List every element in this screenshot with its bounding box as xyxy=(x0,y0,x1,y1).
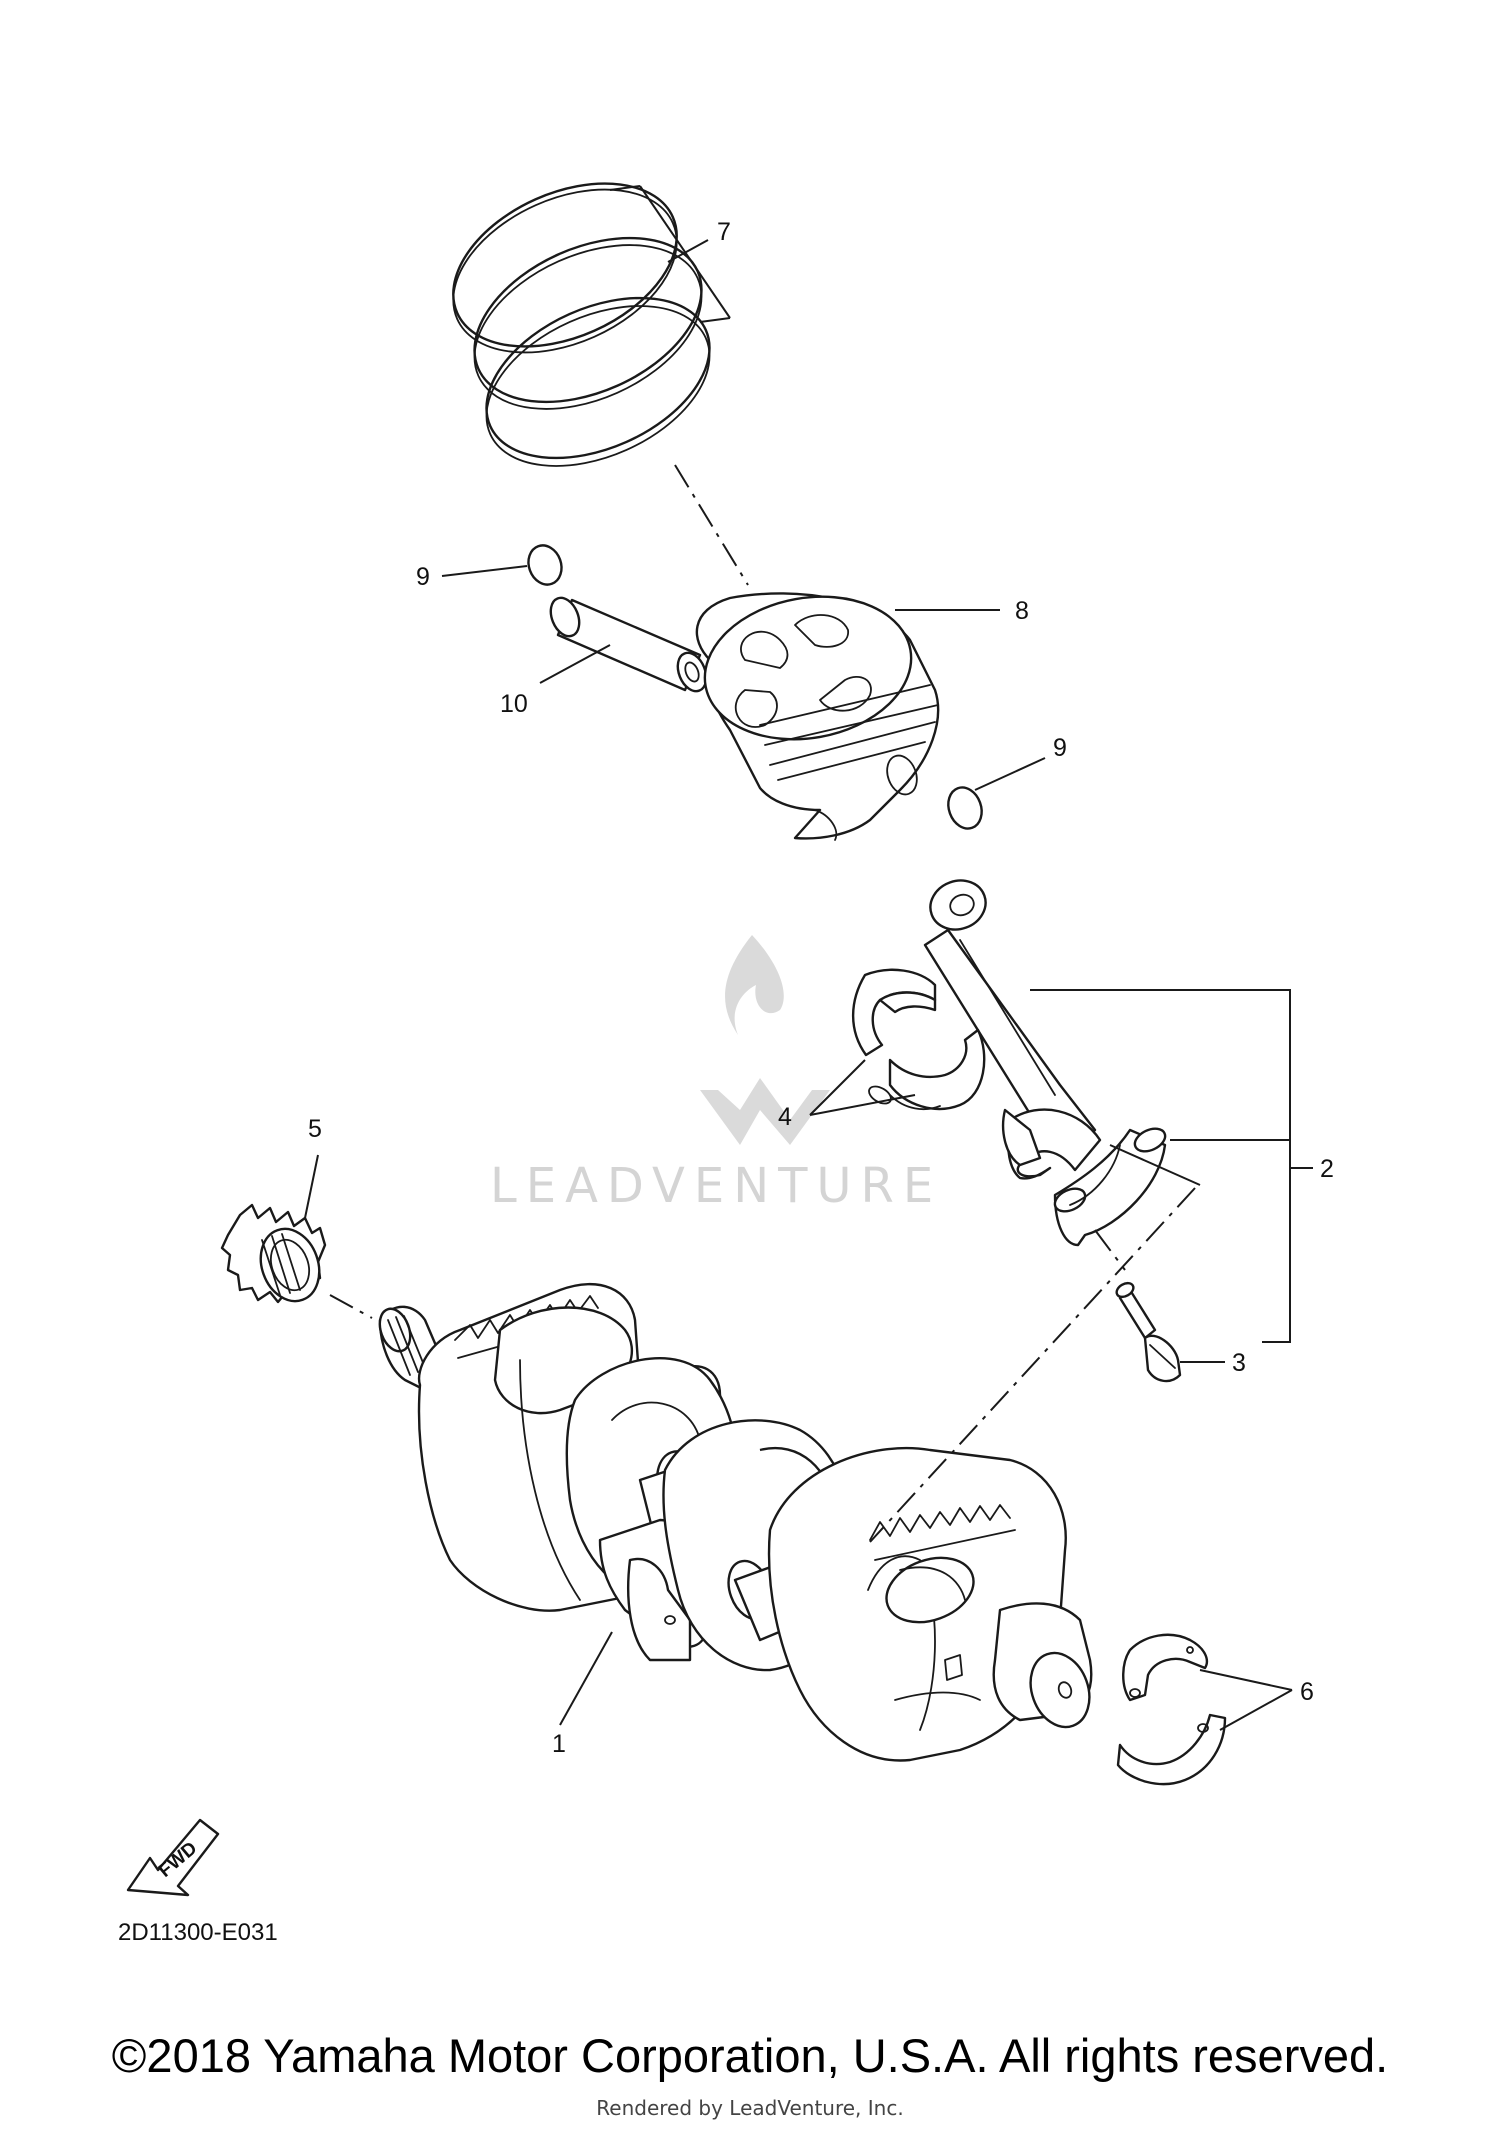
callout-3: 3 xyxy=(1232,1349,1246,1377)
callout-2: 2 xyxy=(1320,1155,1334,1183)
centerline-bolt xyxy=(1094,1229,1126,1271)
centerline-rod-crank xyxy=(869,1187,1196,1543)
drive-gear xyxy=(220,1203,327,1304)
circlip-lower xyxy=(947,786,983,830)
copyright-notice: ©2018 Yamaha Motor Corporation, U.S.A. A… xyxy=(111,2029,1389,2082)
crankshaft xyxy=(378,1282,1093,1762)
callout-6: 6 xyxy=(1300,1678,1314,1706)
callout-1: 1 xyxy=(552,1730,566,1758)
watermark-text: LEADVENTURE xyxy=(490,1158,942,1214)
centerline-piston xyxy=(674,464,749,586)
callout-10: 10 xyxy=(500,690,528,718)
connecting-rod xyxy=(923,879,1102,1180)
fwd-arrow-icon: FWD xyxy=(126,1818,220,1897)
piston xyxy=(695,592,940,841)
big-end-cap xyxy=(1053,1127,1167,1247)
circlip-upper xyxy=(527,544,563,586)
callout-9-lower: 9 xyxy=(1053,734,1067,762)
callout-8: 7 xyxy=(717,218,731,246)
rod-bolt xyxy=(1115,1281,1182,1383)
callout-4: 4 xyxy=(778,1103,792,1131)
main-bearings xyxy=(1116,1633,1227,1786)
rendered-by-text: Rendered by LeadVenture, Inc. xyxy=(596,2096,904,2120)
callout-7: 8 xyxy=(1015,597,1029,625)
rod-bearings xyxy=(851,968,986,1111)
piston-rings xyxy=(452,182,711,467)
part-code: 2D11300-E031 xyxy=(118,1919,278,1946)
callout-9-upper: 9 xyxy=(416,563,430,591)
watermark-logo: LEADVENTURE xyxy=(490,935,942,1214)
piston-pin xyxy=(549,596,708,693)
callout-5: 5 xyxy=(308,1115,322,1143)
